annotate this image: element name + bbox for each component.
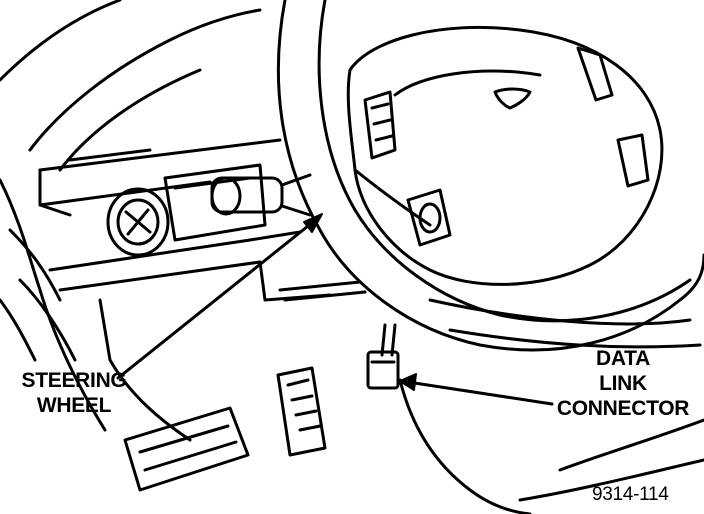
accelerator-pedal (276, 366, 327, 457)
figure-number: 9314-114 (592, 484, 669, 505)
data-link-connector-label: DATA LINK CONNECTOR (548, 346, 698, 421)
dlc-label-line2: LINK (599, 372, 647, 395)
steering-label-line1: STEERING (21, 369, 127, 392)
windshield-pillar (0, 0, 262, 172)
steering-wheel (276, 0, 704, 352)
data-link-connector (366, 323, 400, 390)
dlc-label-line3: CONNECTOR (556, 397, 690, 420)
dlc-label-line1: DATA (595, 347, 650, 370)
dlc-arrowhead (399, 373, 417, 391)
headlamp-switch (106, 187, 170, 257)
steering-label-line2: WHEEL (36, 394, 112, 417)
left-dash (0, 178, 107, 432)
lower-dash (48, 230, 367, 442)
steering-wheel-leader (116, 216, 320, 380)
center-console (398, 298, 704, 514)
steering-wheel-arrowhead (303, 213, 323, 233)
gauge-panel (163, 163, 267, 242)
steering-wheel-label: STEERING WHEEL (6, 368, 142, 418)
brake-pedal (123, 406, 250, 492)
dlc-leader (406, 380, 554, 406)
